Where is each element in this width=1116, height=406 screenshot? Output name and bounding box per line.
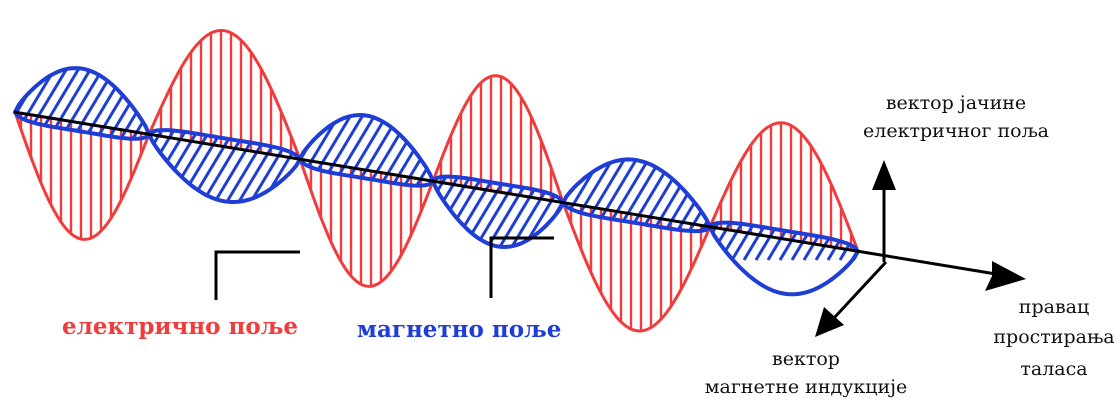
direction-label-line2: простирања <box>993 326 1114 348</box>
magnetic-field-hatch-line <box>936 60 1056 260</box>
direction-label-line3: таласа <box>1020 358 1087 380</box>
magnetic-field-hatch-line <box>264 60 384 260</box>
magnetic-field-hatch-line <box>864 60 984 260</box>
magnetic-field-hatch-line <box>960 60 1080 260</box>
magnetic-field-hatch-line <box>468 60 588 260</box>
magnetic-field-hatch-line <box>144 60 264 260</box>
magnetic-field-hatch-line <box>948 60 1068 260</box>
magnetic-field-hatch-line <box>876 60 996 260</box>
magnetic-field-hatch-line <box>972 60 1092 260</box>
magnetic-field-hatch-line <box>336 60 456 260</box>
direction-label-line1: правац <box>1019 296 1089 318</box>
e-vector-label-line1: вектор јачине <box>886 92 1026 114</box>
e-vector-label-line2: електричног поља <box>863 120 1049 142</box>
magnetic-field-hatch-line <box>996 60 1116 260</box>
b-vector-label-line1: вектор <box>772 348 840 370</box>
magnetic-field-hatch-line <box>912 60 1032 260</box>
magnetic-field-hatch-line <box>888 60 1008 260</box>
magnetic-field-hatch-line <box>828 60 948 260</box>
magnetic-field-hatch-line <box>216 60 336 260</box>
electric-field-leader <box>216 252 300 300</box>
magnetic-field-hatch-line <box>984 60 1104 260</box>
propagation-arrow-icon <box>985 261 1026 291</box>
magnetic-field-label: магнетно поље <box>357 316 561 343</box>
magnetic-field-hatch-line <box>696 60 816 260</box>
magnetic-field-hatch-line <box>816 60 936 260</box>
b-vector-label-line2: магнетне индукције <box>705 376 908 398</box>
magnetic-field-hatch-line <box>0 60 12 260</box>
magnetic-field-hatch-line <box>852 60 972 260</box>
magnetic-field-hatch-line <box>0 60 24 260</box>
magnetic-field-hatch-line <box>924 60 1044 260</box>
magnetic-field-hatch-line <box>156 60 276 260</box>
magnetic-field-hatch-line <box>276 60 396 260</box>
magnetic-field-hatch-line <box>900 60 1020 260</box>
magnetic-field-hatch-line <box>840 60 960 260</box>
electric-field-label: електрично поље <box>62 313 298 340</box>
e-vector-arrow-icon <box>872 160 896 190</box>
